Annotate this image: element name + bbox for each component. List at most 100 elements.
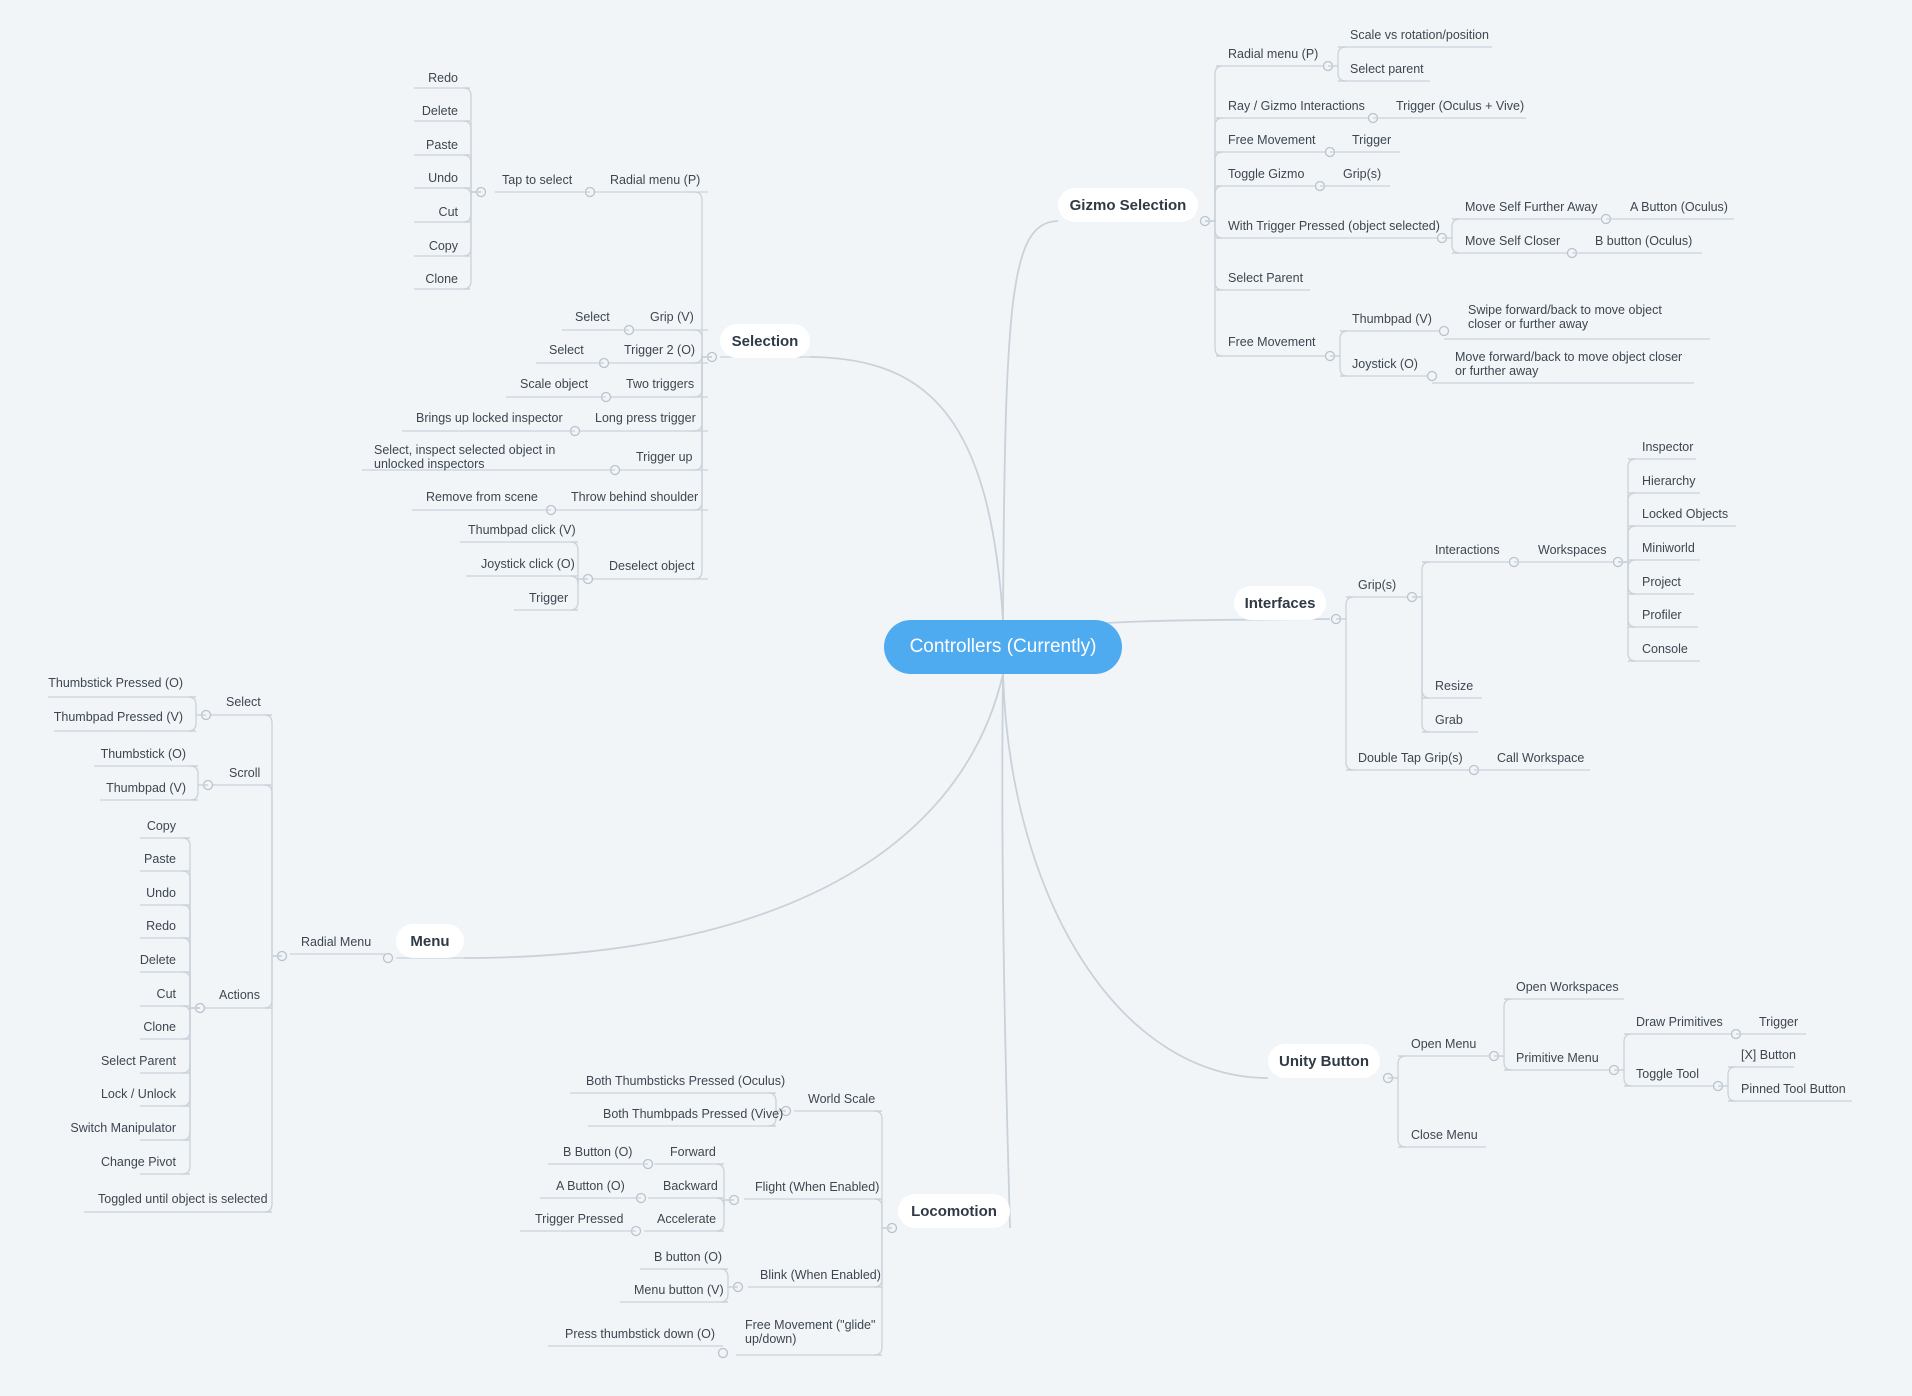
trigger-oculus-vive[interactable]: Trigger (Oculus + Vive) xyxy=(1396,99,1525,113)
action-undo[interactable]: Undo xyxy=(146,886,176,900)
a-button-oculus[interactable]: A Button (Oculus) xyxy=(1630,200,1728,214)
gizmo-select-parent[interactable]: Select Parent xyxy=(1228,271,1304,285)
workspace-project[interactable]: Project xyxy=(1642,575,1681,589)
thumbpad-pressed[interactable]: Thumbpad Pressed (V) xyxy=(53,710,183,724)
move-forward-back[interactable]: Move forward/back to move object closer … xyxy=(1455,350,1683,378)
gizmo-radial-menu[interactable]: Radial menu (P) xyxy=(1228,47,1319,61)
menu-radial-menu[interactable]: Radial Menu xyxy=(301,935,372,949)
deselect-trigger[interactable]: Trigger xyxy=(529,591,569,605)
tap-child-undo[interactable]: Undo xyxy=(428,171,458,185)
selection-throw[interactable]: Throw behind shoulder xyxy=(571,490,699,504)
loco-free-movement[interactable]: Free Movement ("glide" up/down) xyxy=(745,1318,876,1346)
toggle-grips[interactable]: Grip(s) xyxy=(1343,167,1382,181)
selection-trigger-up[interactable]: Trigger up xyxy=(636,450,693,464)
menu-actions[interactable]: Actions xyxy=(219,988,260,1002)
action-cut[interactable]: Cut xyxy=(156,987,176,1001)
gizmo-free-movement-1[interactable]: Free Movement xyxy=(1228,133,1316,147)
interfaces-grips[interactable]: Grip(s) xyxy=(1358,578,1397,592)
draw-primitives[interactable]: Draw Primitives xyxy=(1636,1015,1723,1029)
gizmo-joystick[interactable]: Joystick (O) xyxy=(1352,357,1418,371)
workspace-profiler[interactable]: Profiler xyxy=(1642,608,1682,622)
tap-child-paste[interactable]: Paste xyxy=(426,138,458,152)
gizmo-ray-interactions[interactable]: Ray / Gizmo Interactions xyxy=(1228,99,1365,113)
interactions[interactable]: Interactions xyxy=(1435,543,1500,557)
tap-child-cut[interactable]: Cut xyxy=(438,205,458,219)
trigger2-select[interactable]: Select xyxy=(549,343,584,357)
menu-select[interactable]: Select xyxy=(226,695,261,709)
action-redo[interactable]: Redo xyxy=(146,919,176,933)
collapse-handle[interactable] xyxy=(1438,325,1450,337)
selection-deselect[interactable]: Deselect object xyxy=(609,559,695,573)
interfaces-grab[interactable]: Grab xyxy=(1435,713,1463,727)
gizmo-thumbpad[interactable]: Thumbpad (V) xyxy=(1352,312,1432,326)
interfaces-resize[interactable]: Resize xyxy=(1435,679,1474,693)
action-select-parent[interactable]: Select Parent xyxy=(100,1054,176,1068)
press-thumbstick-down[interactable]: Press thumbstick down (O) xyxy=(565,1327,716,1341)
move-self-closer[interactable]: Move Self Closer xyxy=(1465,234,1561,248)
action-paste[interactable]: Paste xyxy=(144,852,176,866)
selection-tap-to-select[interactable]: Tap to select xyxy=(502,173,573,187)
gizmo-free-movement-2[interactable]: Free Movement xyxy=(1228,335,1316,349)
swipe-forward-back[interactable]: Swipe forward/back to move object closer… xyxy=(1468,303,1662,331)
workspace-locked-objects[interactable]: Locked Objects xyxy=(1642,507,1729,521)
action-clone[interactable]: Clone xyxy=(143,1020,176,1034)
pinned-tool-button[interactable]: Pinned Tool Button xyxy=(1741,1082,1846,1096)
flight-accelerate[interactable]: Accelerate xyxy=(657,1212,717,1226)
action-change-pivot[interactable]: Change Pivot xyxy=(100,1155,176,1169)
deselect-thumbpad-click[interactable]: Thumbpad click (V) xyxy=(468,523,576,537)
collapse-handle[interactable] xyxy=(382,952,394,964)
primitive-menu[interactable]: Primitive Menu xyxy=(1516,1051,1599,1065)
remove-from-scene[interactable]: Remove from scene xyxy=(426,490,538,504)
thumbstick-pressed[interactable]: Thumbstick Pressed (O) xyxy=(48,676,183,690)
action-switch-manipulator[interactable]: Switch Manipulator xyxy=(70,1121,176,1135)
topic-gizmo-selection[interactable]: Gizmo Selection xyxy=(1058,188,1198,222)
scale-object[interactable]: Scale object xyxy=(520,377,589,391)
blink-menu-button[interactable]: Menu button (V) xyxy=(634,1283,724,1297)
menu-scroll[interactable]: Scroll xyxy=(229,766,261,780)
free-movement-trigger[interactable]: Trigger xyxy=(1352,133,1392,147)
selection-trigger2[interactable]: Trigger 2 (O) xyxy=(624,343,696,357)
grip-select[interactable]: Select xyxy=(575,310,610,324)
topic-menu[interactable]: Menu xyxy=(396,924,464,958)
action-lock-unlock[interactable]: Lock / Unlock xyxy=(100,1087,176,1101)
topic-locomotion[interactable]: Locomotion xyxy=(898,1194,1010,1228)
flight-backward[interactable]: Backward xyxy=(663,1179,718,1193)
topic-interfaces[interactable]: Interfaces xyxy=(1234,586,1326,620)
loco-world-scale[interactable]: World Scale xyxy=(808,1092,876,1106)
both-thumbsticks[interactable]: Both Thumbsticks Pressed (Oculus) xyxy=(586,1074,786,1088)
flight-a-button[interactable]: A Button (O) xyxy=(556,1179,625,1193)
scale-vs-rotation[interactable]: Scale vs rotation/position xyxy=(1350,28,1489,42)
move-self-further[interactable]: Move Self Further Away xyxy=(1465,200,1598,214)
tap-child-copy[interactable]: Copy xyxy=(428,239,458,253)
toggled-until-selected[interactable]: Toggled until object is selected xyxy=(98,1192,268,1206)
flight-b-button[interactable]: B Button (O) xyxy=(563,1145,633,1159)
tap-child-delete[interactable]: Delete xyxy=(421,104,458,118)
topic-unity-button[interactable]: Unity Button xyxy=(1268,1044,1380,1078)
selection-long-press[interactable]: Long press trigger xyxy=(595,411,696,425)
call-workspace[interactable]: Call Workspace xyxy=(1497,751,1585,765)
scroll-thumbpad[interactable]: Thumbpad (V) xyxy=(106,781,186,795)
workspaces[interactable]: Workspaces xyxy=(1538,543,1607,557)
gizmo-with-trigger[interactable]: With Trigger Pressed (object selected) xyxy=(1228,219,1440,233)
selection-grip-v[interactable]: Grip (V) xyxy=(650,310,694,324)
workspace-console[interactable]: Console xyxy=(1642,642,1688,656)
gizmo-toggle[interactable]: Toggle Gizmo xyxy=(1228,167,1305,181)
workspace-inspector[interactable]: Inspector xyxy=(1642,440,1694,454)
gizmo-select-parent-child[interactable]: Select parent xyxy=(1350,62,1424,76)
tap-child-clone[interactable]: Clone xyxy=(425,272,458,286)
loco-flight[interactable]: Flight (When Enabled) xyxy=(755,1180,880,1194)
scroll-thumbstick[interactable]: Thumbstick (O) xyxy=(100,747,186,761)
selection-radial-menu[interactable]: Radial menu (P) xyxy=(610,173,701,187)
primitives-trigger[interactable]: Trigger xyxy=(1759,1015,1799,1029)
loco-blink[interactable]: Blink (When Enabled) xyxy=(760,1268,881,1282)
brings-up-locked-inspector[interactable]: Brings up locked inspector xyxy=(416,411,563,425)
workspace-hierarchy[interactable]: Hierarchy xyxy=(1642,474,1696,488)
topic-selection[interactable]: Selection xyxy=(720,324,810,358)
blink-b-button[interactable]: B button (O) xyxy=(654,1250,723,1264)
toggle-tool[interactable]: Toggle Tool xyxy=(1636,1067,1700,1081)
flight-forward[interactable]: Forward xyxy=(670,1145,716,1159)
unity-close-menu[interactable]: Close Menu xyxy=(1411,1128,1478,1142)
x-button[interactable]: [X] Button xyxy=(1741,1048,1796,1062)
double-tap-grips[interactable]: Double Tap Grip(s) xyxy=(1358,751,1463,765)
selection-two-triggers[interactable]: Two triggers xyxy=(626,377,695,391)
